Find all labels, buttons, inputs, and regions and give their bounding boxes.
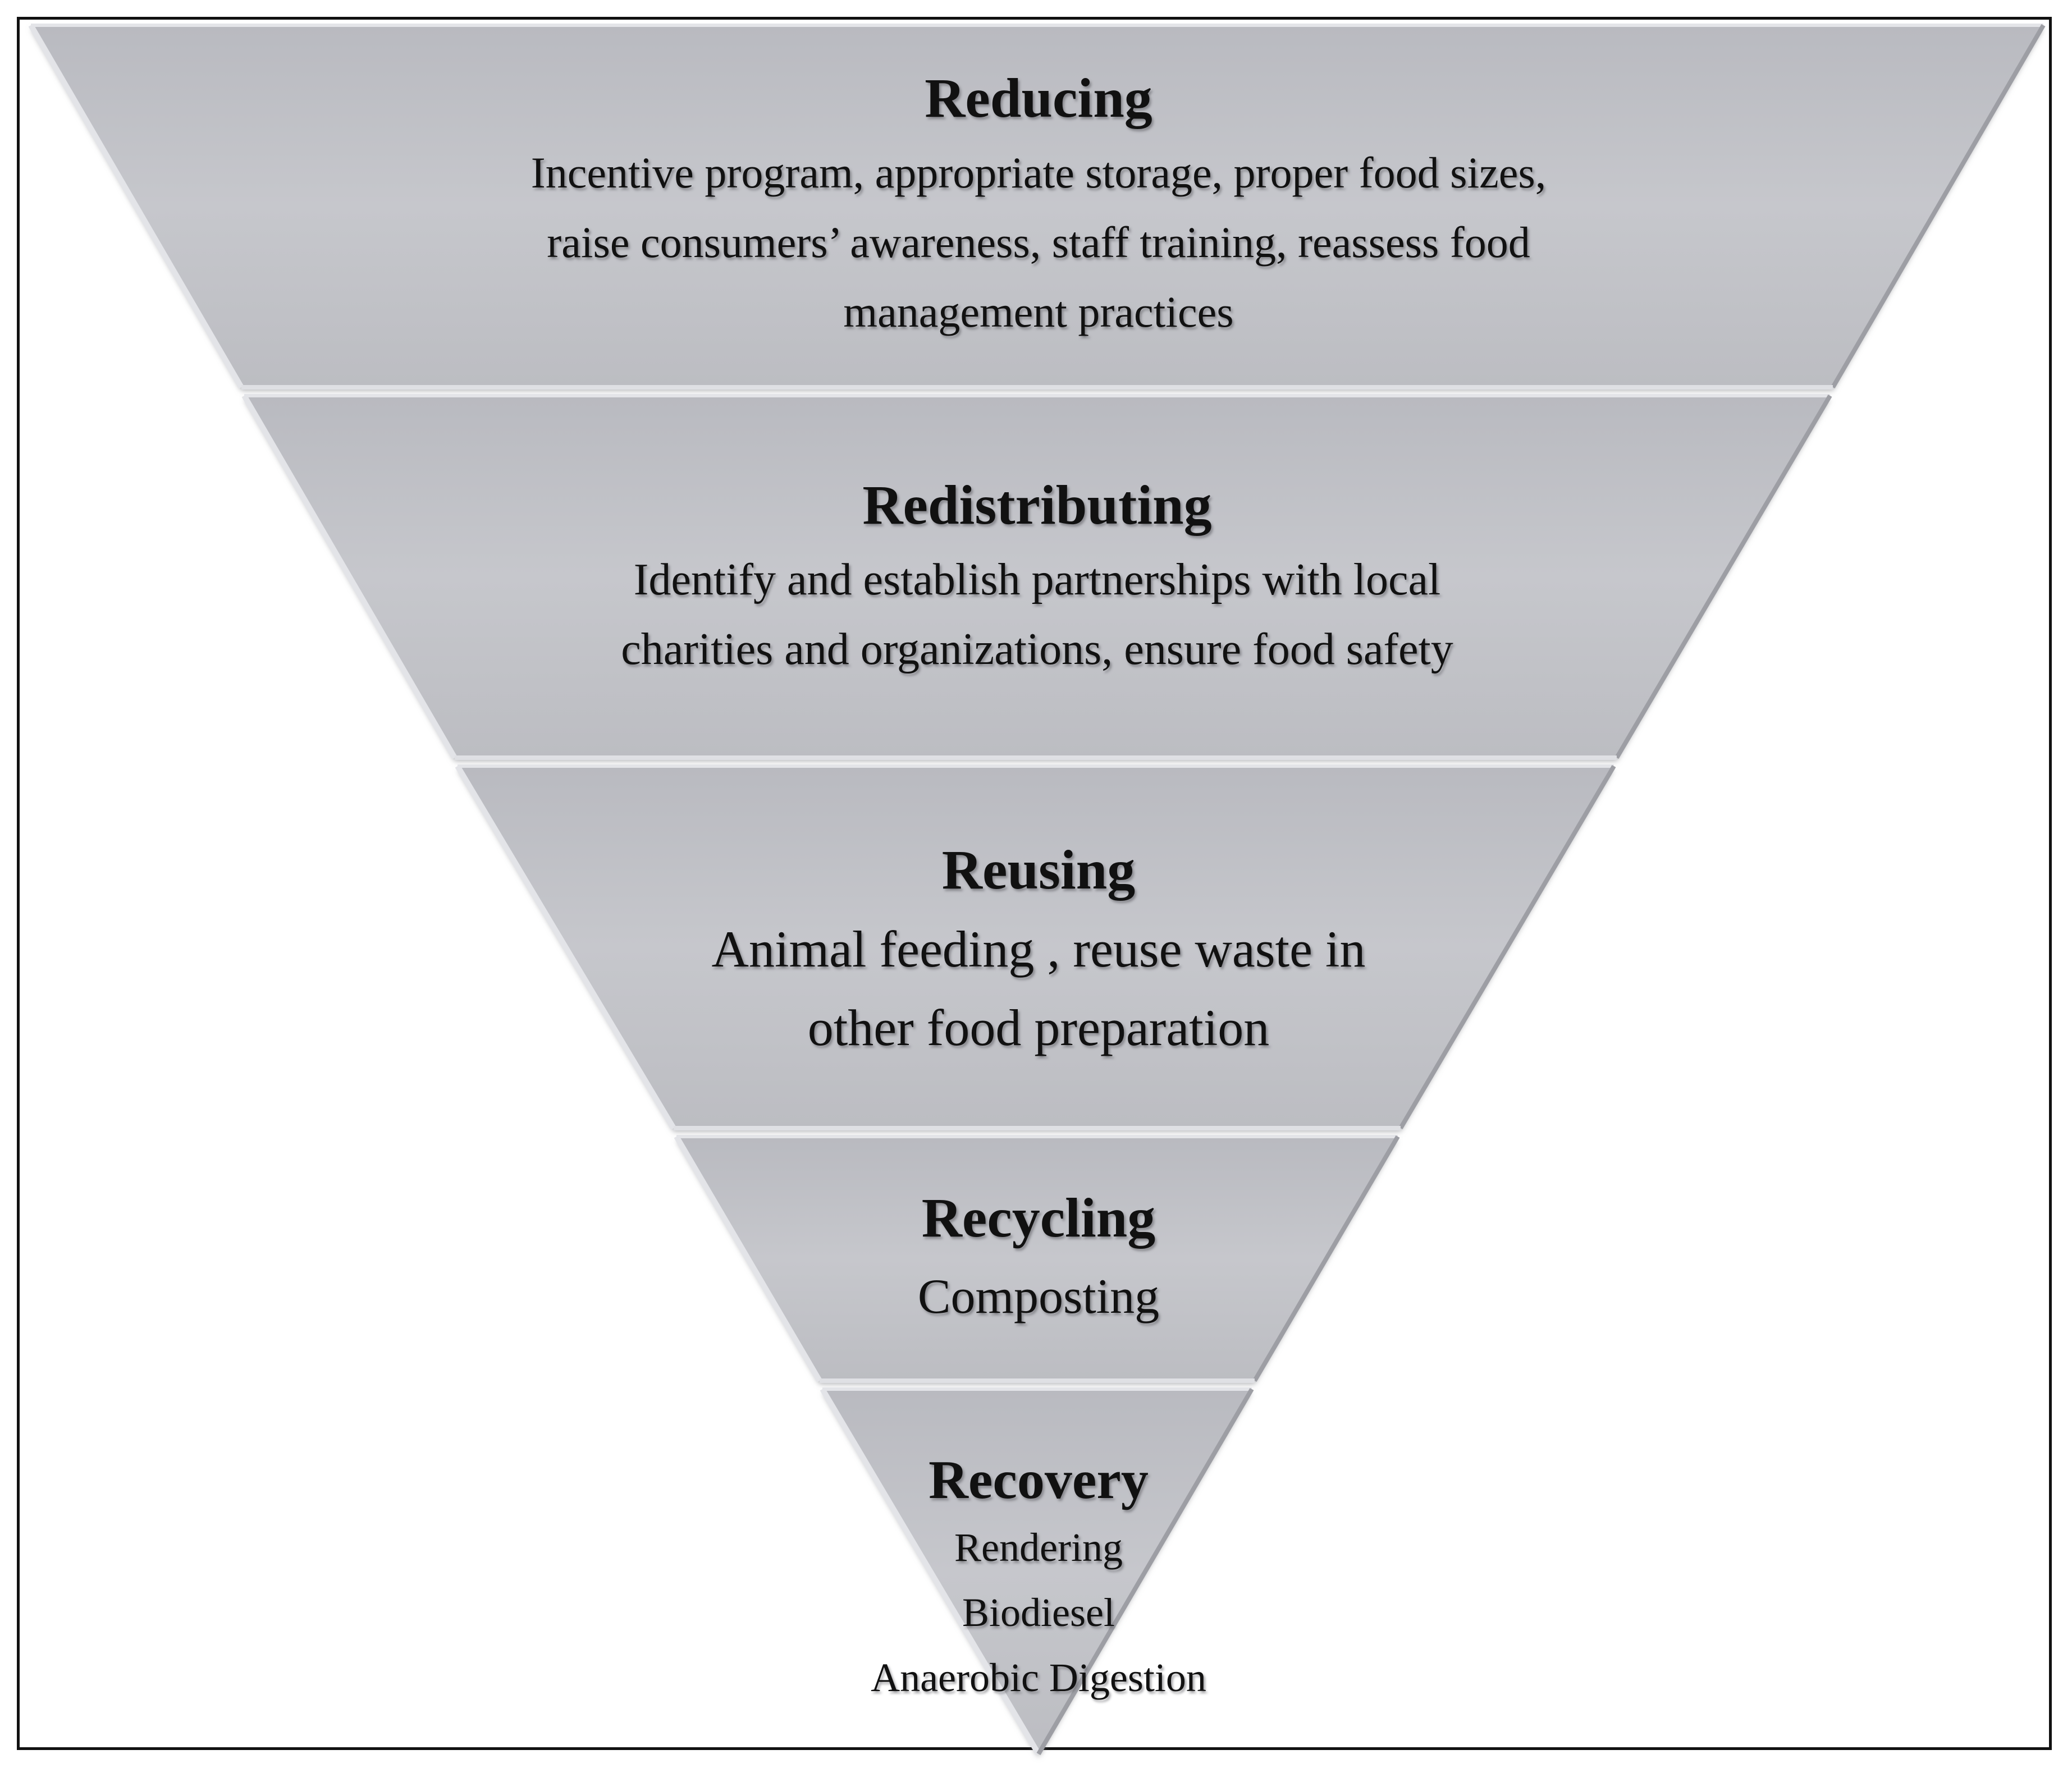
tier-reducing-line-1: Incentive program, appropriate storage, … [530,148,1547,197]
tier-reducing: Reducing Incentive program, appropriate … [269,62,1808,347]
tier-recovery-title: Recovery [928,1450,1149,1510]
tier-redistributing-line-1: Identify and establish partnerships with… [633,555,1441,604]
tier-recovery-shape [820,1387,1254,1756]
tier-recovery-line-3: Anaerobic Digestion [871,1655,1206,1700]
tier-recycling-line-1: Composting [917,1270,1160,1324]
tier-redistributing-title: Redistributing [862,474,1212,536]
tier-reducing-title: Reducing [925,67,1152,129]
tier-recycling-title: Recycling [921,1187,1156,1249]
tier-recycling-shape [674,1135,1400,1383]
tier-reducing-shape [28,24,2046,390]
tier-reducing-line-3: management practices [843,287,1234,336]
tier-redistributing-description: Identify and establish partnerships with… [483,545,1591,684]
tier-reusing: Reusing Animal feeding , reuse waste in … [646,833,1431,1067]
tier-recovery-line-1: Rendering [954,1525,1123,1570]
tier-reusing-title: Reusing [941,839,1136,901]
tier-reusing-shape [455,764,1616,1130]
tier-redistributing: Redistributing Identify and establish pa… [483,469,1591,684]
tier-recovery: Recovery Rendering Biodiesel Anaerobic D… [814,1445,1263,1710]
tier-reusing-description: Animal feeding , reuse waste in other fo… [646,910,1431,1067]
tier-recycling-description: Composting [814,1262,1263,1332]
tier-reducing-line-2: raise consumers’ awareness, staff traini… [547,218,1530,267]
tier-redistributing-line-2: charities and organizations, ensure food… [621,625,1453,674]
tier-recovery-line-2: Biodiesel [962,1590,1115,1635]
tier-reducing-description: Incentive program, appropriate storage, … [269,138,1808,347]
tier-reusing-line-2: other food preparation [807,999,1270,1056]
tier-reusing-line-1: Animal feeding , reuse waste in [711,920,1366,978]
tier-recycling: Recycling Composting [814,1181,1263,1332]
tier-redistributing-shape [241,394,1832,760]
tier-recovery-description: Rendering Biodiesel Anaerobic Digestion [814,1515,1263,1710]
